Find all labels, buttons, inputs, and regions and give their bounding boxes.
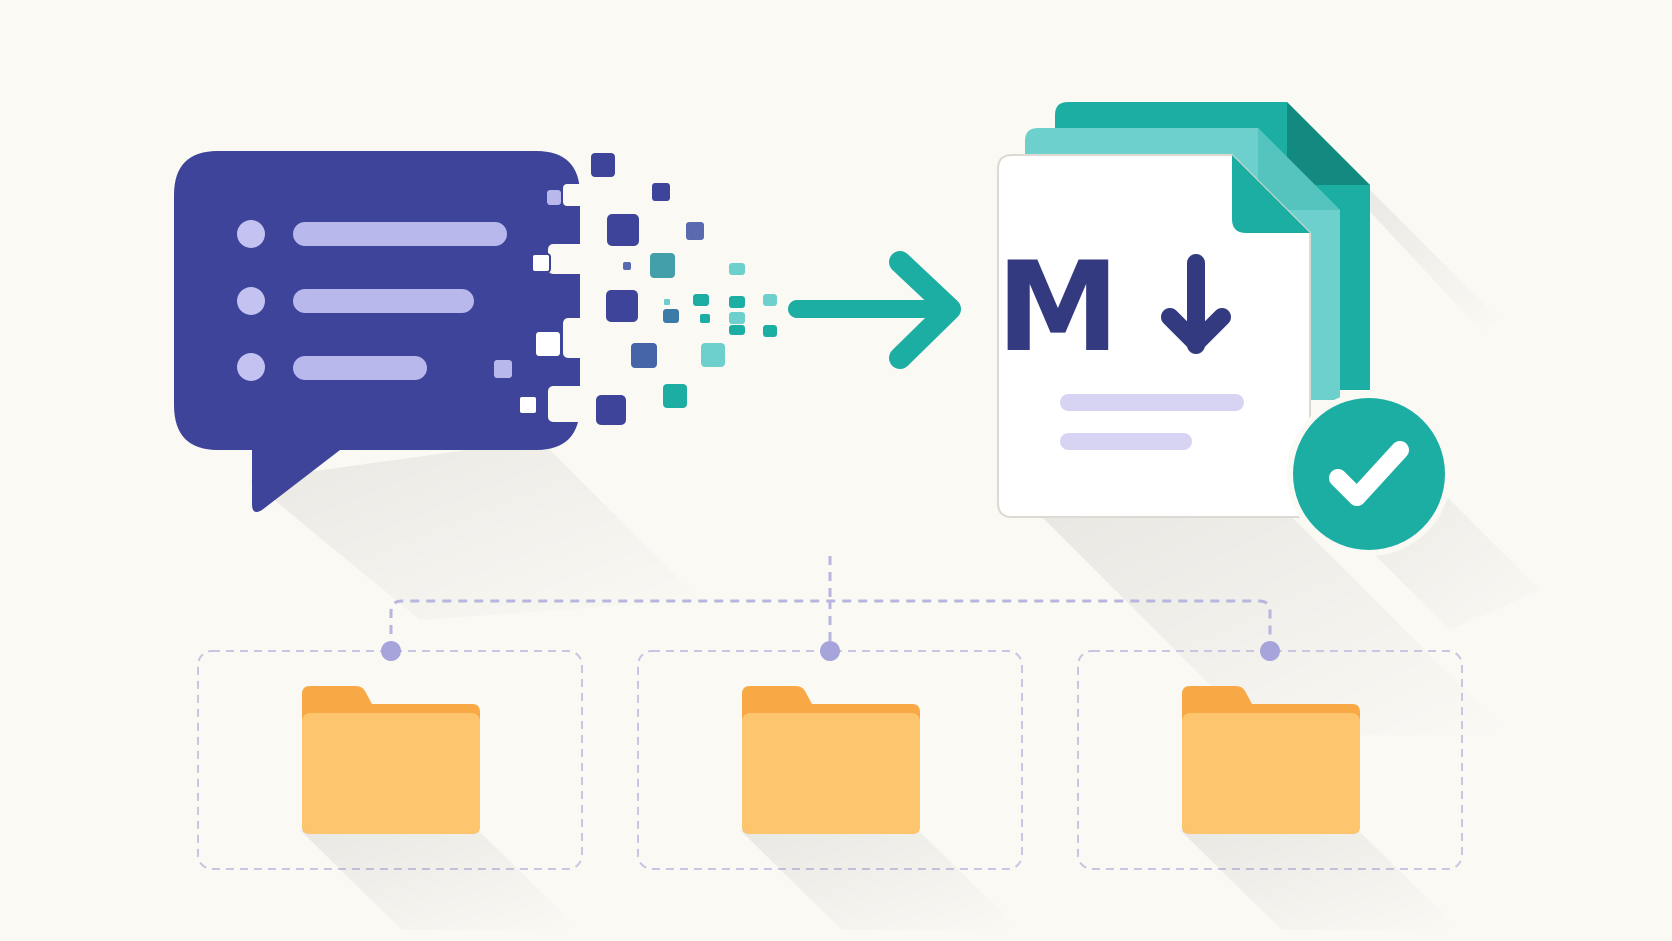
markdown-document-icon: M — [996, 102, 1510, 735]
markdown-letter: M — [996, 236, 1119, 380]
chat-text-line — [293, 289, 474, 313]
checkmark — [1329, 441, 1409, 506]
folder-connector-tree — [389, 556, 1272, 650]
document-text-line — [1060, 394, 1244, 411]
pixel-dissolve-icon — [494, 153, 777, 425]
chat-bullet-dot — [237, 287, 265, 315]
chat-bullet-dot — [237, 220, 265, 248]
connector-node — [381, 641, 401, 661]
chat-bubble-icon — [174, 151, 700, 620]
markdown-down-arrow-head — [1161, 308, 1231, 352]
connector-node — [820, 641, 840, 661]
arrow-right-icon — [788, 251, 961, 369]
connector-node — [1260, 641, 1280, 661]
folder-left[interactable] — [197, 641, 583, 930]
folder-right[interactable] — [1077, 641, 1463, 930]
document-text-line — [1060, 433, 1192, 450]
chat-text-line — [293, 222, 507, 246]
checkmark-badge-icon — [1287, 392, 1540, 630]
folder-center[interactable] — [637, 641, 1023, 930]
chat-bullet-dot — [237, 353, 265, 381]
markdown-logo: M — [996, 236, 1231, 380]
chat-text-line — [293, 356, 427, 380]
